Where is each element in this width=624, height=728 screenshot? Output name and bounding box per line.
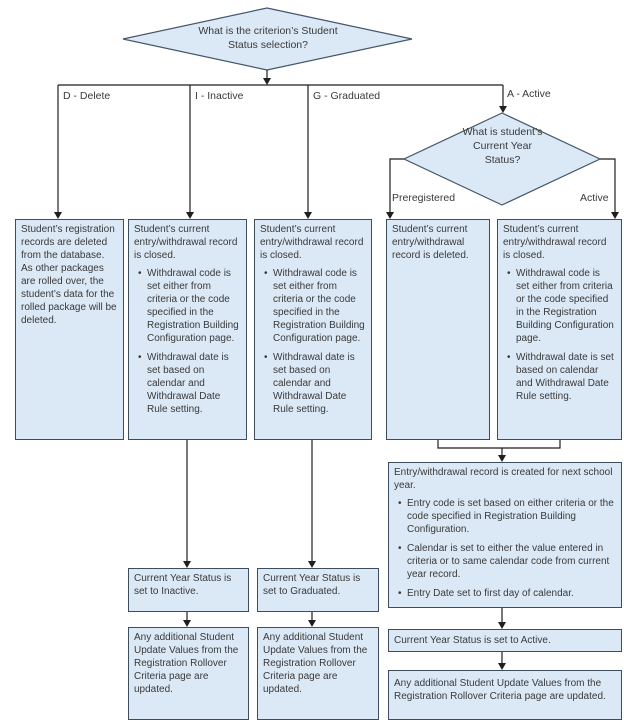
bullet: Calendar is set to either the value ente… bbox=[398, 542, 616, 581]
arrowhead bbox=[263, 78, 271, 85]
bullet: Withdrawal date is set based on calendar… bbox=[507, 351, 616, 403]
bullet: Withdrawal code is set either from crite… bbox=[138, 267, 241, 345]
box-current-year-inactive: Current Year Status is set to Inactive. bbox=[128, 568, 249, 612]
delete-outcome-text-1: Student’s registration records are delet… bbox=[21, 224, 115, 261]
graduated-outcome-bullets: Withdrawal code is set either from crite… bbox=[260, 267, 366, 416]
additional-updates-text: Any additional Student Update Values fro… bbox=[134, 632, 239, 695]
branch-label-graduated: G - Graduated bbox=[313, 90, 381, 102]
box-delete-outcome: Student’s registration records are delet… bbox=[15, 219, 124, 440]
box-new-entry-record: Entry/withdrawal record is created for n… bbox=[388, 462, 622, 608]
arrowhead bbox=[308, 561, 316, 568]
active-outcome-bullets: Withdrawal code is set either from crite… bbox=[503, 267, 616, 403]
active-outcome-intro: Student’s current entry/withdrawal recor… bbox=[503, 224, 607, 261]
box-additional-updates-active: Any additional Student Update Values fro… bbox=[388, 670, 622, 720]
preregistered-outcome-text: Student’s current entry/withdrawal recor… bbox=[392, 224, 469, 261]
box-active-outcome: Student’s current entry/withdrawal recor… bbox=[497, 219, 622, 440]
bullet: Withdrawal date is set based on calendar… bbox=[138, 351, 241, 416]
box-graduated-outcome: Student’s current entry/withdrawal recor… bbox=[254, 219, 372, 440]
arrowhead bbox=[54, 212, 62, 219]
additional-updates-text: Any additional Student Update Values fro… bbox=[263, 632, 368, 695]
box-preregistered-outcome: Student’s current entry/withdrawal recor… bbox=[386, 219, 490, 440]
box-additional-updates-inactive: Any additional Student Update Values fro… bbox=[128, 627, 249, 720]
arrowhead bbox=[498, 455, 506, 462]
connector bbox=[600, 158, 616, 213]
arrowhead bbox=[498, 663, 506, 670]
branch-label-delete: D - Delete bbox=[63, 90, 111, 102]
arrowhead bbox=[308, 620, 316, 627]
branch-label-active: A - Active bbox=[507, 88, 551, 100]
bullet: Entry code is set based on either criter… bbox=[398, 497, 616, 536]
connector bbox=[437, 440, 561, 449]
current-year-graduated-text: Current Year Status is set to Graduated. bbox=[263, 573, 361, 597]
box-current-year-graduated: Current Year Status is set to Graduated. bbox=[257, 568, 379, 612]
branch-label-active-year: Active bbox=[580, 192, 609, 204]
bullet: Withdrawal code is set either from crite… bbox=[507, 267, 616, 345]
box-additional-updates-graduated: Any additional Student Update Values fro… bbox=[257, 627, 379, 720]
arrowhead bbox=[304, 212, 312, 219]
current-year-active-text: Current Year Status is set to Active. bbox=[394, 635, 551, 646]
new-entry-record-bullets: Entry code is set based on either criter… bbox=[394, 497, 616, 600]
bullet: Entry Date set to first day of calendar. bbox=[398, 587, 616, 600]
arrowhead bbox=[498, 622, 506, 629]
inactive-outcome-intro: Student’s current entry/withdrawal recor… bbox=[134, 224, 238, 261]
box-current-year-active: Current Year Status is set to Active. bbox=[388, 629, 622, 652]
additional-updates-text: Any additional Student Update Values fro… bbox=[394, 678, 606, 702]
current-year-inactive-text: Current Year Status is set to Inactive. bbox=[134, 573, 232, 597]
graduated-outcome-intro: Student’s current entry/withdrawal recor… bbox=[260, 224, 364, 261]
bullet: Withdrawal code is set either from crite… bbox=[264, 267, 366, 345]
branch-label-preregistered: Preregistered bbox=[392, 192, 456, 204]
inactive-outcome-bullets: Withdrawal code is set either from crite… bbox=[134, 267, 241, 416]
decision-current-year-shape bbox=[402, 112, 602, 206]
arrowhead bbox=[183, 620, 191, 627]
arrowhead bbox=[186, 212, 194, 219]
box-inactive-outcome: Student’s current entry/withdrawal recor… bbox=[128, 219, 247, 440]
decision-student-status-text: What is the criterion’s Student Status s… bbox=[198, 25, 338, 51]
new-entry-record-intro: Entry/withdrawal record is created for n… bbox=[394, 467, 613, 491]
bullet: Withdrawal date is set based on calendar… bbox=[264, 351, 366, 416]
arrowhead bbox=[499, 106, 507, 113]
arrowhead bbox=[183, 561, 191, 568]
decision-current-year-text: What is student’s Current Year Status? bbox=[462, 126, 543, 166]
branch-label-inactive: I - Inactive bbox=[195, 90, 244, 102]
arrowhead bbox=[611, 212, 619, 219]
delete-outcome-text-2: As other packages are rolled over, the s… bbox=[21, 263, 117, 326]
arrowhead bbox=[386, 212, 394, 219]
connector bbox=[389, 158, 404, 213]
